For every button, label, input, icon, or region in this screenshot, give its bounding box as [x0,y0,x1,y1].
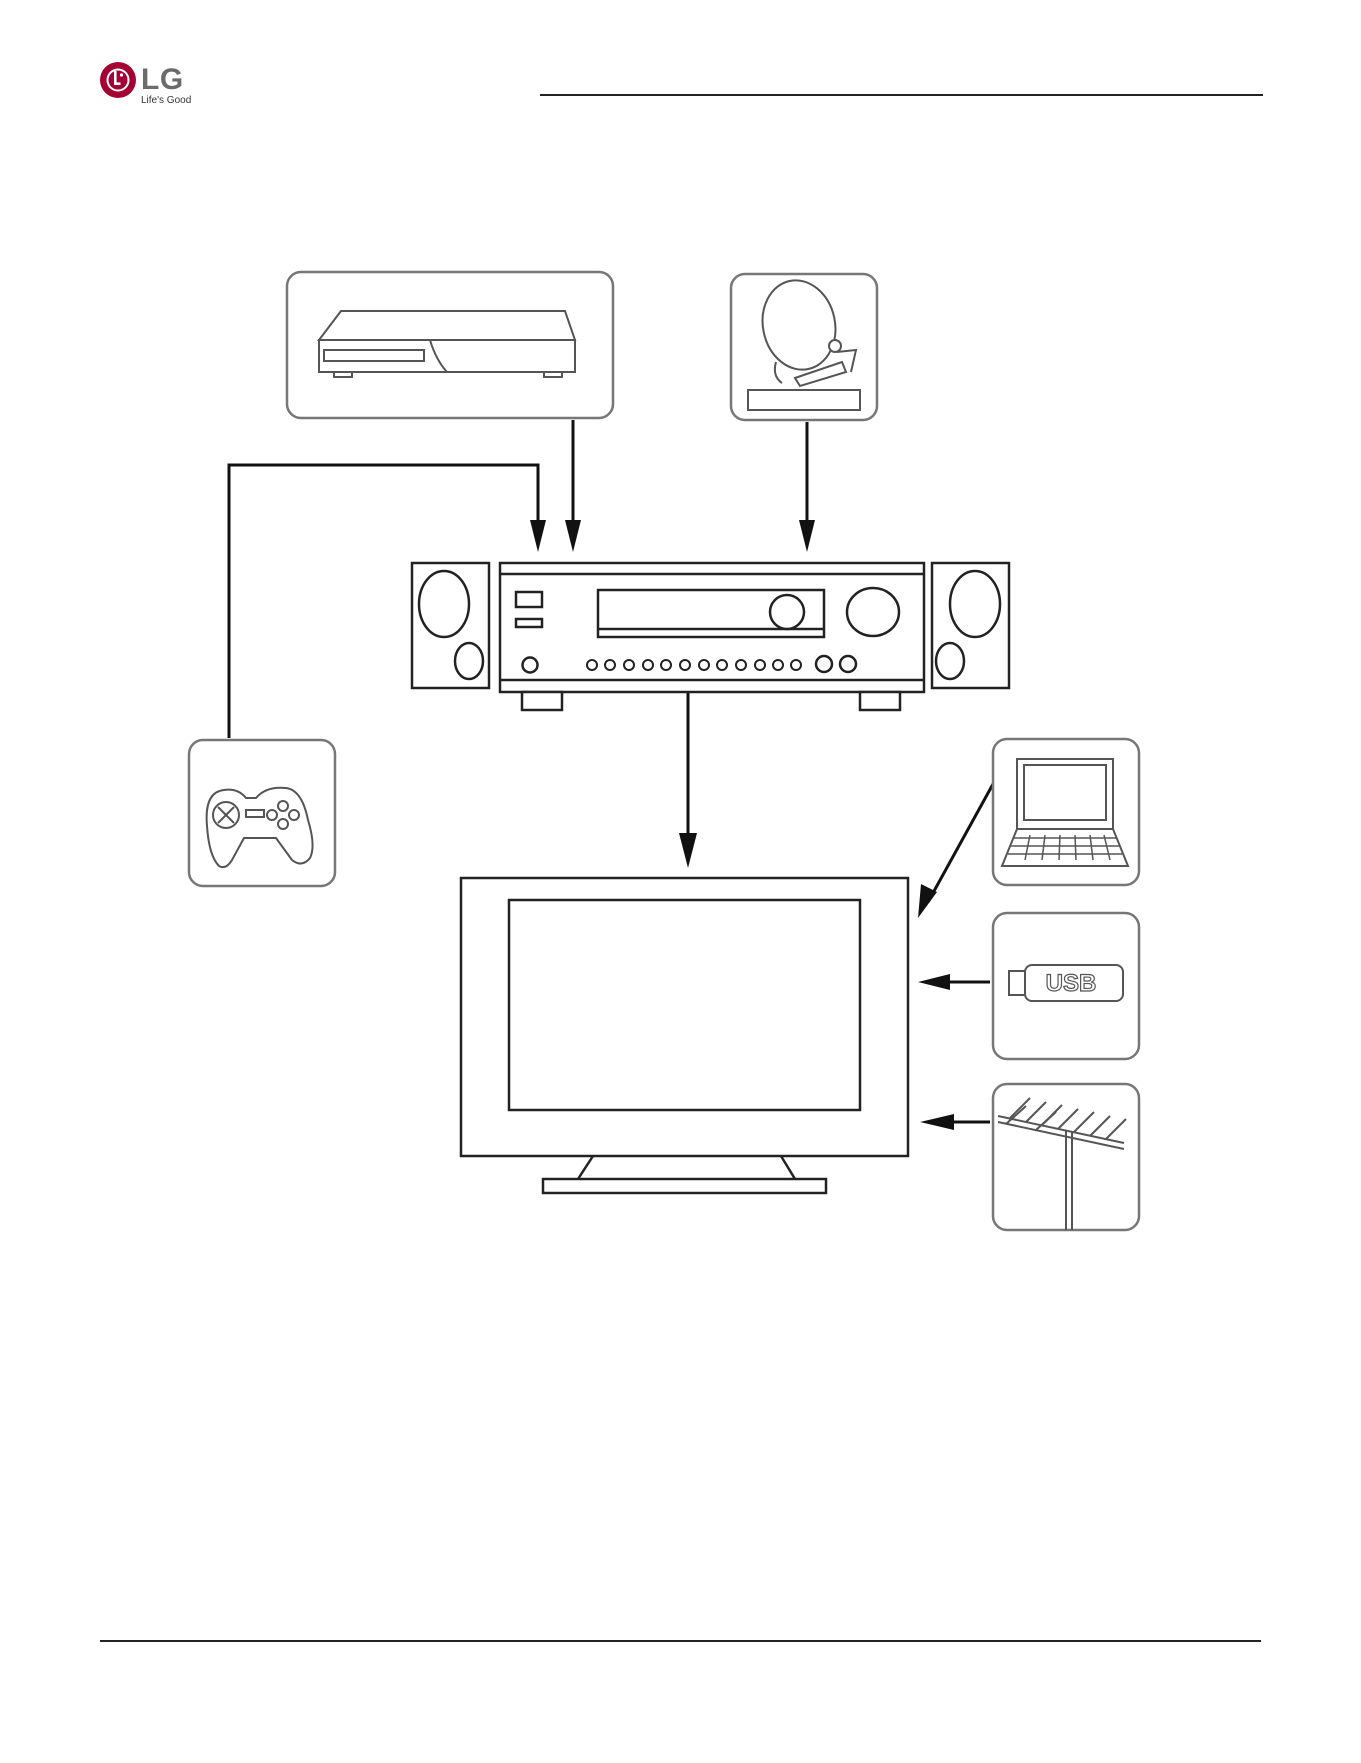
arrow-satellite-to-receiver [799,520,815,552]
usb-drive-icon: USB [993,913,1139,1059]
satellite-dish-icon [731,273,877,420]
speaker-icon [412,563,489,688]
arrow-bluray-to-receiver [565,520,581,552]
arrow-receiver-to-tv [679,833,697,868]
av-receiver-icon [500,563,924,710]
bluray-player-icon [287,272,613,418]
gamepad-icon [189,740,335,886]
laptop-icon [993,739,1139,885]
speaker-icon [932,563,1009,688]
connector-laptop-to-tv [928,784,993,902]
arrow-usb-to-tv [918,974,950,990]
usb-label: USB [1046,970,1097,997]
arrow-antenna-to-tv [920,1114,954,1130]
connector-game-console-to-receiver [229,465,538,738]
tv-icon [461,878,908,1193]
antenna-icon [993,1084,1139,1230]
arrow-game-console-to-receiver [530,520,546,552]
